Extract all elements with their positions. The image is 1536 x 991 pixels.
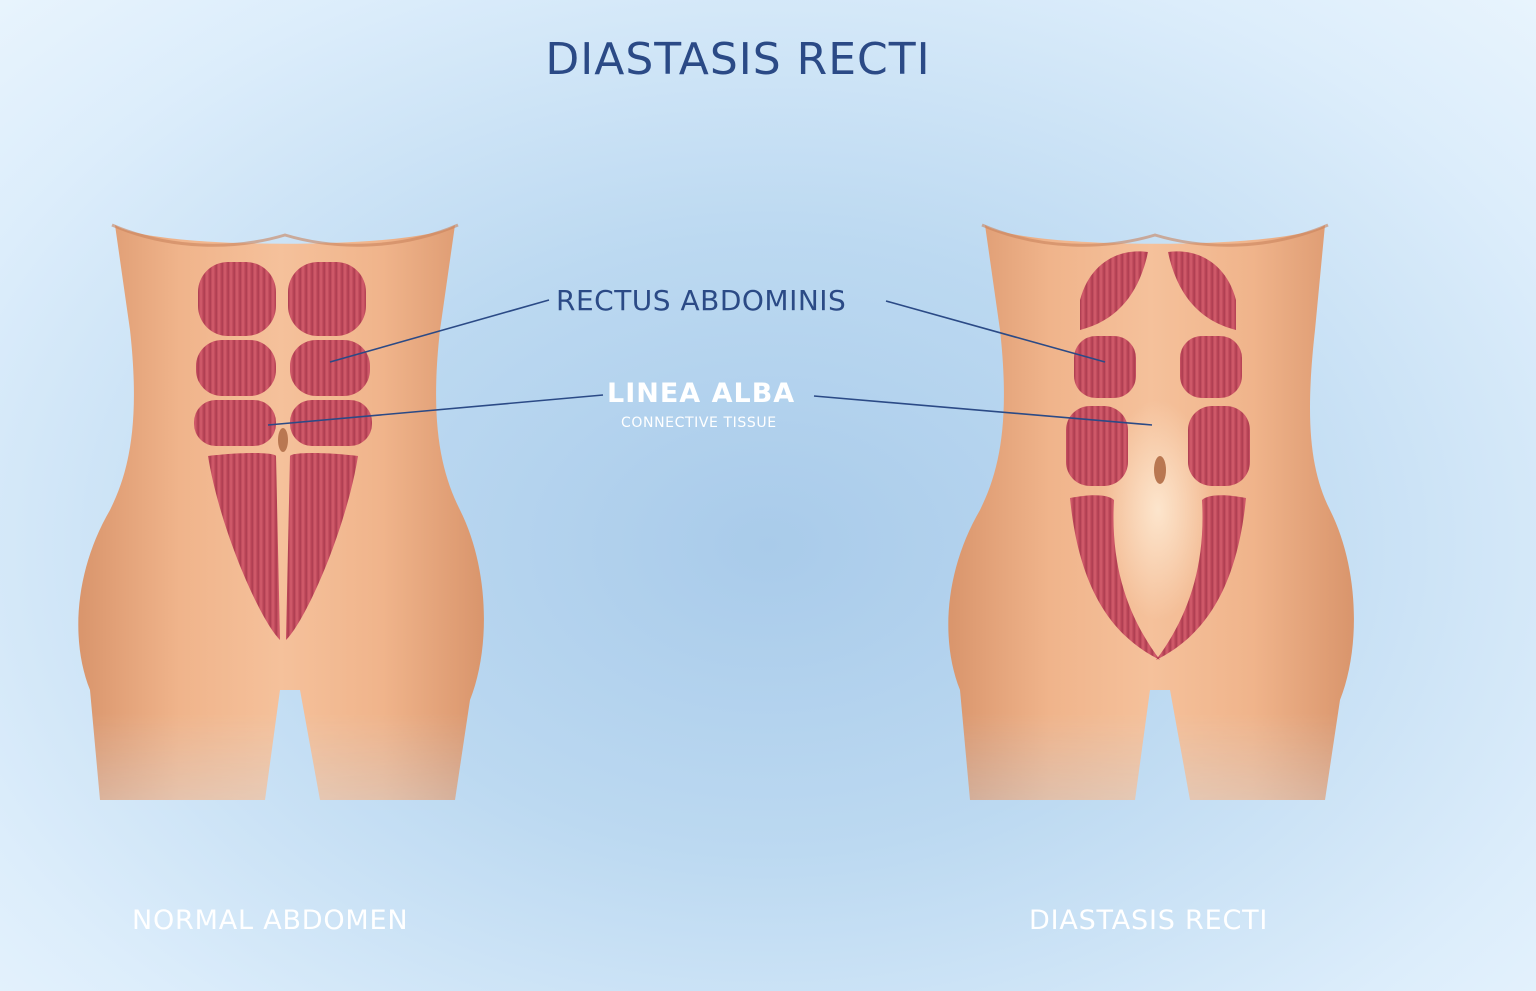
muscle-segment	[1188, 406, 1250, 486]
normal-torso	[78, 223, 484, 800]
linea-leader-right	[813, 395, 1153, 426]
muscle-segment	[286, 453, 358, 640]
muscle-segment	[208, 453, 280, 640]
connective-tissue-label: CONNECTIVE TISSUE	[621, 415, 777, 431]
rectus-leader-right	[885, 300, 1106, 363]
muscle-segment	[1156, 495, 1246, 660]
muscle-segment	[1066, 406, 1128, 486]
muscle-segment	[1070, 495, 1160, 660]
muscle-segment	[1168, 251, 1236, 330]
diastasis-recti-caption: DIASTASIS RECTI	[1029, 905, 1269, 936]
rectus-abdominis-label: RECTUS ABDOMINIS	[556, 284, 847, 317]
linea-alba-label: LINEA ALBA	[607, 378, 796, 409]
muscle-segment	[1074, 336, 1136, 398]
diastasis-muscles	[1066, 251, 1250, 660]
navel	[278, 428, 288, 452]
normal-abdomen-caption: NORMAL ABDOMEN	[132, 905, 409, 936]
muscle-segment	[194, 400, 276, 446]
normal-muscles	[194, 262, 372, 640]
muscle-segment	[288, 262, 366, 336]
muscle-segment	[290, 400, 372, 446]
page-title: DIASTASIS RECTI	[545, 34, 931, 85]
muscle-segment	[196, 340, 276, 396]
muscle-segment	[1180, 336, 1242, 398]
muscle-segment	[198, 262, 276, 336]
rectus-leader-left	[329, 299, 550, 363]
muscle-segment	[1080, 251, 1148, 330]
diastasis-torso	[948, 223, 1354, 800]
leader-lines	[267, 299, 1153, 426]
navel	[1154, 456, 1166, 484]
muscle-segment	[290, 340, 370, 396]
linea-leader-left	[267, 394, 604, 426]
